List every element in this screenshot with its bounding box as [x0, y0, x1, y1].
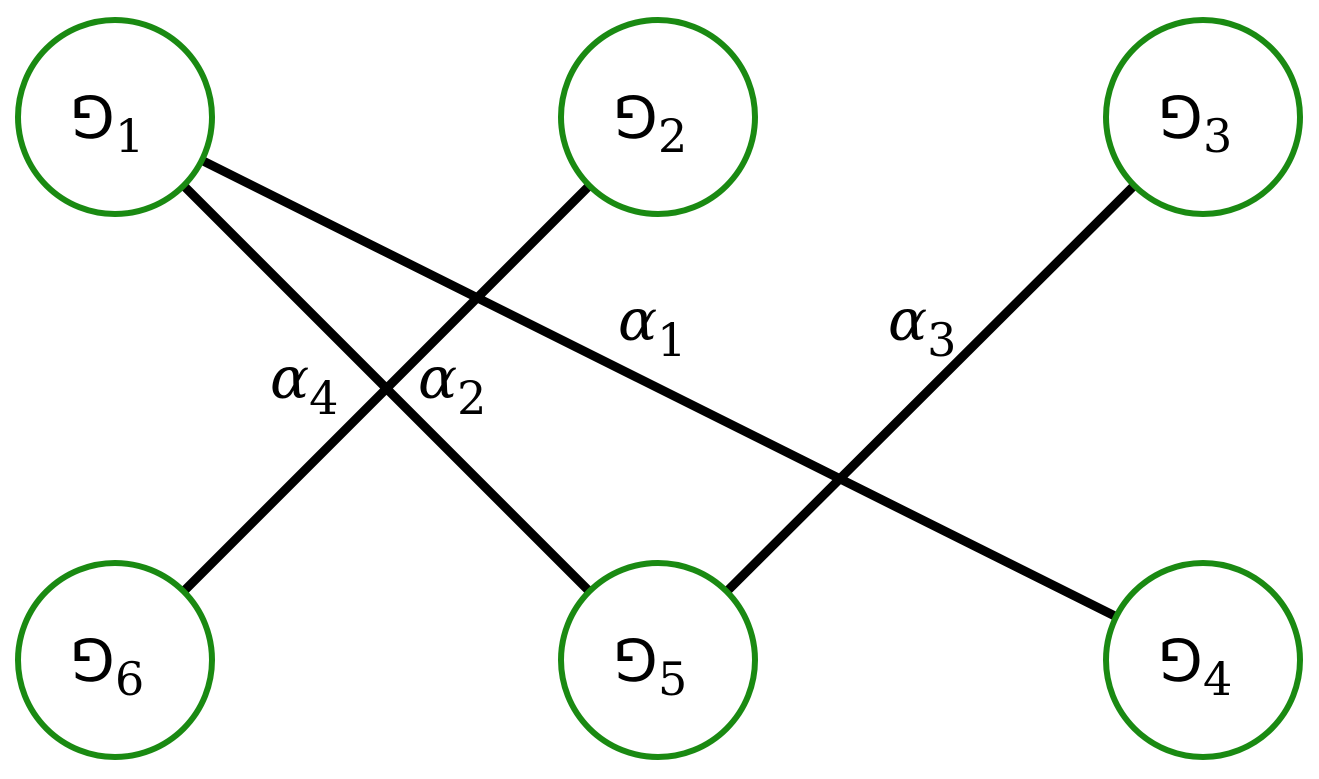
edge-label-2: α2 — [418, 344, 486, 425]
node-1-symbol: ⅁ — [70, 84, 115, 152]
node-3[interactable]: ⅁3 — [1103, 17, 1303, 217]
node-2-symbol: ⅁ — [613, 84, 658, 152]
node-4[interactable]: ⅁4 — [1103, 560, 1303, 760]
node-4-index: 4 — [1203, 652, 1232, 706]
edge-label-4: α4 — [270, 344, 338, 425]
edge-label-1: α1 — [618, 286, 686, 367]
node-1[interactable]: ⅁1 — [15, 17, 215, 217]
node-5[interactable]: ⅁5 — [558, 560, 758, 760]
edge-2-6 — [111, 113, 662, 664]
svg-text:⅁2: ⅁2 — [613, 84, 687, 163]
node-2[interactable]: ⅁2 — [558, 17, 758, 217]
edges — [111, 112, 1207, 665]
svg-text:⅁4: ⅁4 — [1158, 627, 1232, 706]
svg-text:⅁1: ⅁1 — [70, 84, 144, 163]
edge-label-2-symbol: α — [418, 344, 457, 412]
node-5-index: 5 — [658, 652, 687, 706]
edge-label-3-index: 3 — [927, 313, 956, 367]
node-6[interactable]: ⅁6 — [15, 560, 215, 760]
edge-label-2-index: 2 — [457, 371, 486, 425]
edge-label-4-index: 4 — [309, 371, 338, 425]
svg-text:⅁3: ⅁3 — [1158, 84, 1232, 163]
edge-1-4 — [112, 112, 1206, 665]
svg-text:⅁6: ⅁6 — [70, 627, 144, 706]
node-3-symbol: ⅁ — [1158, 84, 1203, 152]
edge-label-1-symbol: α — [618, 286, 657, 354]
edge-label-3: α3 — [888, 286, 956, 367]
svg-text:⅁5: ⅁5 — [613, 627, 687, 706]
node-1-index: 1 — [115, 109, 144, 163]
node-2-index: 2 — [658, 109, 687, 163]
edge-label-1-index: 1 — [657, 313, 686, 367]
edge-label-3-symbol: α — [888, 286, 927, 354]
nodes: ⅁1 ⅁2 ⅁3 ⅁4 ⅁5 — [15, 17, 1303, 760]
node-6-index: 6 — [115, 652, 144, 706]
node-3-index: 3 — [1203, 109, 1232, 163]
node-4-symbol: ⅁ — [1158, 627, 1203, 695]
edge-3-5 — [654, 113, 1207, 664]
edge-label-4-symbol: α — [270, 344, 309, 412]
node-5-symbol: ⅁ — [613, 627, 658, 695]
node-6-symbol: ⅁ — [70, 627, 115, 695]
edge-labels: α1 α2 α3 α4 — [270, 286, 956, 425]
